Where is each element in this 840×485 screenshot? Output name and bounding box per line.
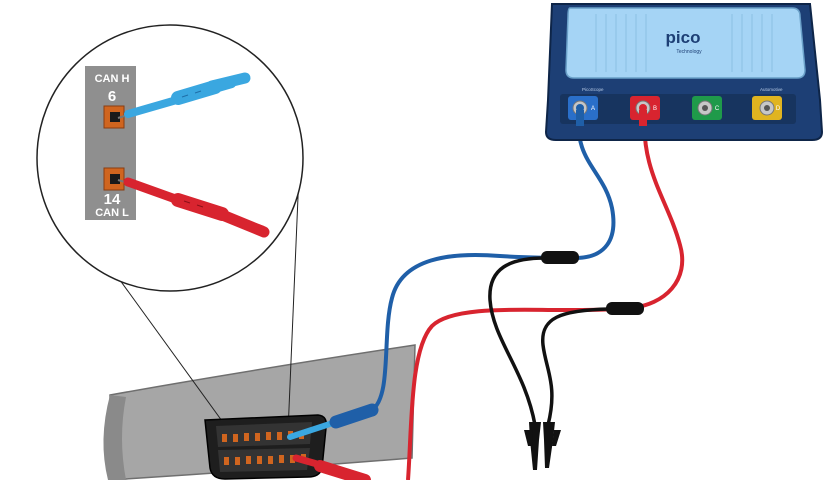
channel-d-letter: D	[776, 106, 781, 112]
channel-b-letter: B	[653, 106, 657, 112]
can-h-label: CAN H	[95, 73, 130, 85]
pin-6-contact	[103, 105, 125, 129]
pin-14-number: 14	[104, 191, 121, 208]
device-right-label: Automotive	[760, 87, 783, 92]
device-tagline: Technology	[676, 49, 702, 55]
vehicle-panel	[103, 344, 416, 481]
pin-strip	[85, 66, 136, 220]
device-texture-lines	[595, 14, 773, 72]
ground-lead-2	[541, 307, 611, 426]
device-left-label: PicoScope	[582, 87, 604, 92]
channel-d-connector: D	[752, 96, 782, 120]
channel-c-letter: C	[715, 106, 720, 112]
crocodile-clip-2	[543, 422, 561, 468]
crocodile-clip-1	[524, 422, 541, 470]
zoom-line-right	[287, 149, 301, 433]
obd-connector	[204, 414, 328, 480]
pin-6-number: 6	[108, 88, 116, 105]
red-bnc-plug	[639, 104, 647, 126]
obd-blue-probe	[287, 403, 379, 440]
device-brand: pico	[666, 28, 701, 47]
wire-ferrite-lower	[606, 302, 644, 315]
magnified-detail-circle: CAN H 6 14 CAN L	[36, 24, 304, 292]
device-front-panel	[560, 94, 796, 124]
ground-lead-1	[488, 256, 546, 426]
wire-ferrite-upper	[541, 251, 579, 264]
can-l-label: CAN L	[95, 207, 129, 219]
pin-14-contact	[103, 167, 125, 191]
obd-red-probe	[292, 454, 371, 485]
channel-a-letter: A	[591, 106, 595, 112]
channel-c-connector: C	[692, 96, 722, 120]
blue-bnc-plug	[576, 104, 584, 126]
blue-back-probe	[117, 72, 251, 119]
red-back-probe	[117, 177, 270, 238]
